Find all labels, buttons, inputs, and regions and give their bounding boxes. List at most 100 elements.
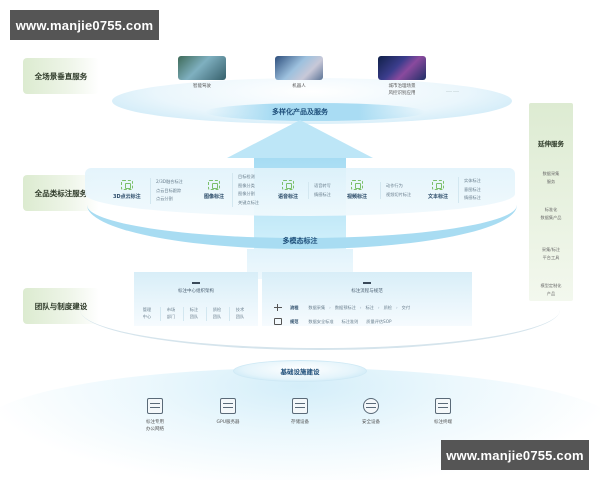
divider [229, 307, 230, 321]
sub-item: 目标检测 [238, 174, 255, 179]
flow-row: 流程 数据采集 › 数据预标注 › 标注 › 质检 › 交付 [274, 304, 414, 311]
flow-arrow-icon: › [395, 305, 398, 310]
text-annotation-icon [432, 180, 444, 190]
sub-item: 意图标注 [464, 186, 481, 192]
category-name: 语音标注 [278, 194, 299, 200]
org-item-annotation-team: 标注 团队 [189, 307, 199, 319]
caption-robot: 机器人 [292, 84, 306, 89]
caption-autonomous-driving: 智能驾驶 [193, 84, 211, 89]
sub-item: 视频切片标注 [386, 191, 412, 197]
flow-step: 质检 [383, 304, 392, 310]
extension-item-data-collection: 数据采集 服务 [542, 171, 560, 184]
arrow-up-head [227, 120, 373, 158]
category-speech: 语音标注 [278, 180, 298, 200]
security-icon [363, 398, 379, 414]
caption-city-governance: 城市治理场景 风控识别应用 [388, 84, 416, 96]
org-title: 标注中心组织架构 [178, 289, 214, 294]
category-name: 文本标注 [428, 194, 449, 200]
infra-security: 安全设备 [341, 398, 401, 426]
process-title-mark [363, 282, 371, 284]
norm-item: 质量评估SOP [366, 318, 392, 324]
flow-arrow-icon: › [377, 305, 380, 310]
infra-label: 安全设备 [362, 420, 380, 425]
norm-item: 数据安全标准 [308, 318, 334, 324]
image-annotation-icon [208, 180, 220, 190]
infra-label: GPU服务器 [216, 420, 240, 425]
infra-label: 标注专用 办公网络 [146, 420, 164, 432]
extension-title: 延伸服务 [538, 140, 564, 148]
annotation-band [87, 205, 517, 249]
category-text: 文本标注 [428, 180, 448, 200]
category-name: 图像标注 [204, 194, 225, 200]
watermark-top: www.manjie0755.com [10, 10, 159, 40]
flow-step: 标注 [365, 304, 374, 310]
divider [183, 307, 184, 321]
infra-office-network: 标注专用 办公网络 [125, 398, 185, 433]
flow-step: 数据预标注 [334, 304, 356, 310]
sub-item: 图像分类 [238, 182, 255, 188]
divider [160, 307, 161, 321]
sub-item: 图像分割 [238, 191, 255, 196]
annotation-band-label: 多模态标注 [282, 237, 318, 245]
flow-nodes-icon [274, 304, 282, 311]
infra-storage: 存储设备 [270, 398, 330, 426]
extension-item-custom-models: 模型定制化 产品 [540, 283, 562, 296]
pointcloud-icon [120, 180, 133, 190]
terminal-icon [435, 398, 451, 414]
video-subs: 动作行为 视频切片标注 [380, 182, 411, 199]
flow-step: 交付 [401, 304, 411, 310]
sub-item: 语音转写 [314, 183, 331, 188]
office-network-icon [147, 398, 163, 414]
org-item-tech-team: 技术 团队 [235, 307, 245, 319]
extension-item-platform-tools: 采集/标注 平台工具 [541, 247, 561, 260]
speech-subs: 语音转写 情感标注 [308, 182, 331, 199]
pointcloud-subs: 2/3D融合标注 点云目标跟踪 点云分割 [150, 178, 183, 204]
sub-item: 动作行为 [386, 183, 403, 188]
flow-arrow-icon: › [329, 305, 331, 310]
norm-key: 规范 [290, 318, 299, 324]
flow-arrow-icon: › [359, 305, 362, 310]
org-item-marketing: 市场 部门 [166, 307, 176, 319]
process-panel [262, 272, 472, 326]
city-night-image [378, 56, 426, 80]
infra-label: 标注终端 [434, 420, 452, 425]
sub-item: 实体标注 [464, 178, 481, 183]
infra-terminal: 标注终端 [413, 398, 473, 426]
infra-gpu-server: GPU服务器 [198, 398, 258, 426]
text-subs: 实体标注 意图标注 情感标注 [458, 177, 481, 203]
speech-annotation-icon [282, 180, 294, 190]
video-annotation-icon [351, 180, 363, 190]
document-icon [274, 318, 282, 325]
sub-item: 2/3D融合标注 [156, 179, 183, 184]
norm-item: 标注准则 [341, 318, 359, 324]
top-band [205, 103, 425, 121]
sub-item: 情感标注 [464, 195, 481, 200]
category-name: 3D点云标注 [113, 194, 141, 200]
infra-label: 存储设备 [291, 420, 309, 425]
extension-item-datasets: 标准化 数据集产品 [540, 207, 562, 220]
flow-key: 流程 [290, 304, 299, 310]
extension-services-panel [529, 103, 573, 301]
lower-platform-edge [80, 290, 560, 350]
category-pointcloud: 3D点云标注 [113, 180, 141, 200]
category-image: 图像标注 [204, 180, 224, 200]
base-label: 基础设施建设 [280, 368, 320, 376]
sub-item: 点云分割 [156, 196, 173, 201]
gpu-server-icon [220, 398, 236, 414]
sub-item: 情感标注 [314, 191, 331, 197]
autonomous-driving-image [178, 56, 226, 80]
sub-item: 关键点标注 [238, 199, 259, 205]
sub-item: 点云目标跟踪 [156, 187, 182, 193]
storage-icon [292, 398, 308, 414]
org-title-mark [192, 282, 200, 284]
robot-image [275, 56, 323, 80]
flow-step: 数据采集 [308, 304, 326, 310]
category-name: 视频标注 [347, 194, 368, 200]
watermark-bottom: www.manjie0755.com [441, 440, 589, 470]
base-platform-disk [233, 360, 367, 382]
image-subs: 目标检测 图像分类 图像分割 关键点标注 [232, 173, 259, 207]
divider [206, 307, 207, 321]
org-item-qa-team: 质检 团队 [212, 307, 222, 319]
norm-row: 规范 数据安全标准 标注准则 质量评估SOP [274, 318, 396, 325]
top-band-label: 多样化产品及服务 [272, 108, 328, 116]
